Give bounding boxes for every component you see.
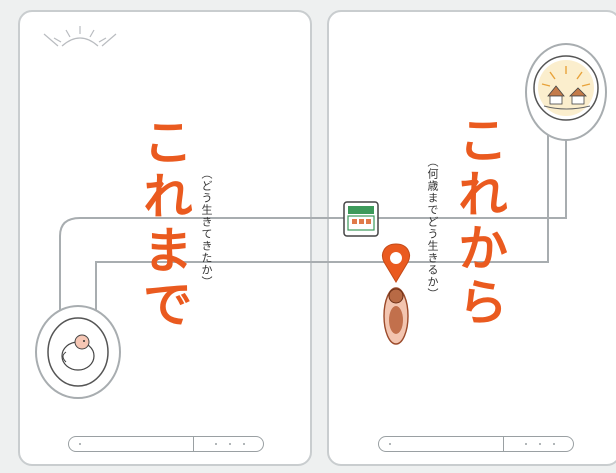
left-page-timeline-bar [68, 436, 264, 452]
right-page-timeline-bar [378, 436, 574, 452]
left-page-subtitle: （どう生きてきたか） [200, 168, 213, 288]
train-station-icon [343, 201, 379, 237]
timeline-dot [525, 443, 527, 445]
timeline-divider [193, 437, 194, 451]
left-page-title: これまで [135, 116, 193, 332]
timeline-divider [503, 437, 504, 451]
sunrise-logo-icon [43, 26, 117, 47]
timeline-dot [389, 443, 391, 445]
sunset-house-icon [538, 60, 594, 116]
person-figure-icon [383, 287, 409, 345]
right-page-subtitle: （何歳までどう生きるか） [426, 156, 439, 300]
timeline-dot [215, 443, 217, 445]
route-outer-line [59, 120, 567, 330]
start-bubble [35, 305, 121, 399]
timeline-dot [553, 443, 555, 445]
timeline-dot [243, 443, 245, 445]
location-pin-icon [382, 243, 410, 283]
right-page-title: これから [450, 114, 508, 330]
timeline-dot [539, 443, 541, 445]
timeline-dot [229, 443, 231, 445]
timeline-dot [79, 443, 81, 445]
route-inner-line [95, 120, 549, 330]
baby-chick-icon [61, 334, 95, 371]
end-bubble [525, 43, 607, 141]
